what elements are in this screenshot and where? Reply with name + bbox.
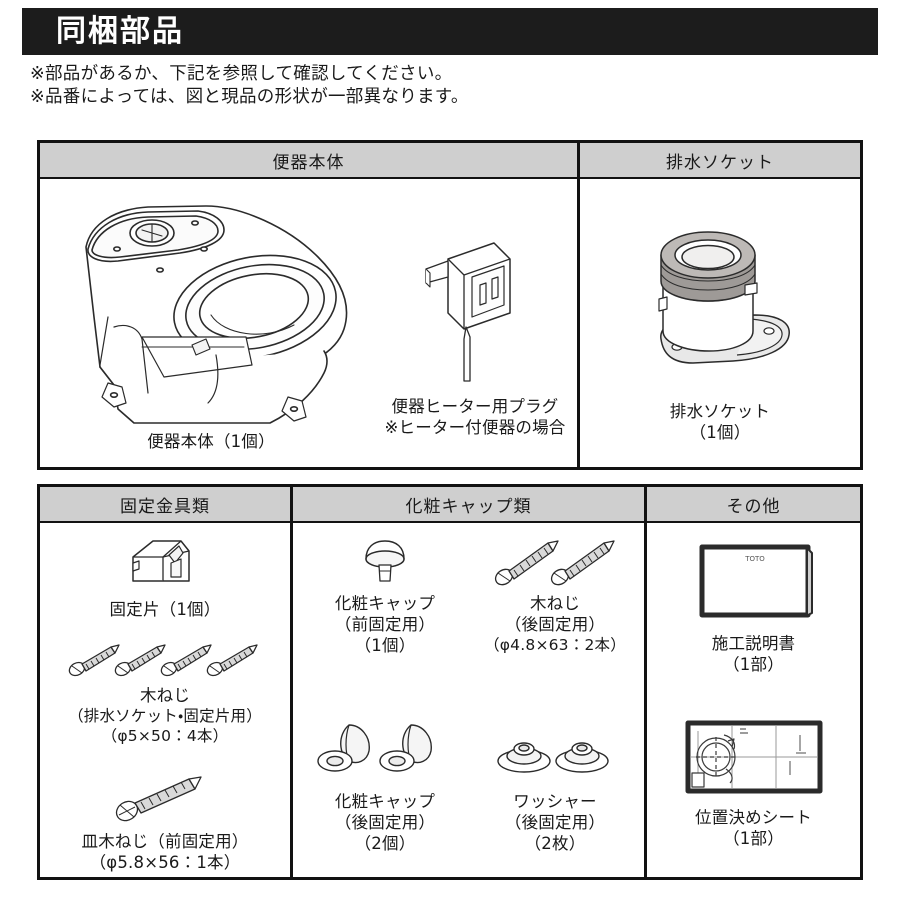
part-caption-washer-rear-1: ワッシャー — [513, 792, 597, 811]
column-header-label: 便器本体 — [272, 152, 345, 173]
washer-illustration — [497, 742, 609, 773]
part-caption-positioning-sheet-2: （1部） — [723, 829, 784, 848]
part-caption-fixing-plate: 固定片（1個） — [109, 600, 221, 619]
part-cap-front: 化粧キャップ （前固定用） （1個） — [301, 535, 469, 656]
cell-other: TOTO 施工説明書 （1部） — [644, 523, 860, 877]
part-caption-wood-screws-rear-2: （後固定用） — [504, 615, 606, 634]
part-drain-socket: 排水ソケット （1個） — [580, 227, 860, 443]
part-install-manual: TOTO 施工説明書 （1部） — [647, 539, 860, 675]
part-caption-heater-plug-2: ※ヒーター付便器の場合 — [384, 418, 566, 437]
cell-decorative-caps: 化粧キャップ （前固定用） （1個） — [290, 523, 644, 877]
part-washer-rear: ワッシャー （後固定用） （2枚） — [469, 723, 641, 854]
table-upper-header-row: 便器本体 排水ソケット — [40, 143, 860, 179]
part-caption-wood-screws-socket-1: 木ねじ — [139, 686, 191, 705]
part-cap-rear: 化粧キャップ （後固定用） （2個） — [301, 715, 469, 854]
column-header-other: その他 — [644, 487, 860, 521]
part-caption-install-manual-2: （1部） — [723, 655, 784, 674]
drain-socket-illustration — [657, 231, 790, 364]
part-wood-screws-socket: 木ねじ （排水ソケット・固定片用） （φ5×50：4本） — [40, 633, 290, 746]
part-caption-cap-rear-1: 化粧キャップ — [334, 792, 436, 811]
part-caption-drain-socket-2: （1個） — [689, 423, 751, 442]
part-caption-install-manual-1: 施工説明書 — [711, 634, 796, 653]
part-caption-flat-head-screw-2: （φ5.8×56：1本） — [89, 853, 241, 872]
positioning-sheet-illustration — [685, 720, 822, 794]
manual-logo-text: TOTO — [744, 555, 765, 563]
note-line-1: ※部品があるか、下記を参照して確認してください。 — [30, 64, 453, 84]
notes-block: ※部品があるか、下記を参照して確認してください。 ※品番によっては、図と現品の形… — [30, 63, 870, 109]
decorative-cap-rear-illustration — [317, 724, 432, 772]
decorative-cap-front-illustration — [365, 540, 405, 582]
part-caption-cap-rear-2: （後固定用） — [334, 813, 436, 832]
part-caption-cap-rear-3: （2個） — [354, 834, 416, 853]
part-caption-drain-socket-1: 排水ソケット — [669, 402, 771, 421]
four-wood-screws-illustration — [68, 644, 258, 677]
column-header-label: その他 — [726, 496, 781, 517]
cell-fixing-hardware: 固定片（1個） — [40, 523, 290, 877]
part-caption-wood-screws-socket-3: （φ5×50：4本） — [101, 727, 229, 745]
part-fixing-plate: 固定片（1個） — [40, 533, 290, 620]
part-caption-toilet-body: 便器本体（1個） — [147, 432, 275, 451]
power-plug-illustration — [425, 242, 511, 382]
countersunk-wood-screw-illustration — [115, 776, 202, 822]
column-header-label: 化粧キャップ類 — [405, 496, 532, 517]
toilet-bowl-illustration — [85, 205, 348, 424]
table-lower-header-row: 固定金具類 化粧キャップ類 その他 — [40, 487, 860, 523]
part-caption-cap-front-2: （前固定用） — [334, 615, 436, 634]
cell-toilet-body: 便器本体（1個） — [40, 179, 577, 467]
fixing-bracket-illustration — [132, 540, 190, 582]
installation-manual-illustration: TOTO — [699, 544, 813, 618]
part-toilet-body: 便器本体（1個） — [46, 197, 376, 452]
cell-drain-socket: 排水ソケット （1個） — [577, 179, 860, 467]
part-heater-plug: 便器ヒーター用プラグ ※ヒーター付便器の場合 — [376, 221, 574, 438]
table-lower-body-row: 固定片（1個） — [40, 523, 860, 877]
part-caption-washer-rear-3: （2枚） — [524, 834, 586, 853]
part-caption-cap-front-1: 化粧キャップ — [334, 594, 436, 613]
part-caption-cap-front-3: （1個） — [354, 636, 416, 655]
column-header-decorative-caps: 化粧キャップ類 — [290, 487, 644, 521]
part-caption-washer-rear-2: （後固定用） — [504, 813, 606, 832]
parts-table-lower: 固定金具類 化粧キャップ類 その他 — [37, 484, 863, 880]
page-title: 同梱部品 — [56, 13, 184, 49]
column-header-toilet-body: 便器本体 — [40, 143, 577, 177]
two-wood-screws-illustration — [494, 540, 615, 586]
part-flat-head-screw: 皿木ねじ（前固定用） （φ5.8×56：1本） — [40, 771, 290, 873]
parts-table-upper: 便器本体 排水ソケット — [37, 140, 863, 470]
part-positioning-sheet: 位置決めシート （1部） — [647, 717, 860, 849]
table-upper-body-row: 便器本体（1個） — [40, 179, 860, 467]
column-header-fixing-hardware: 固定金具類 — [40, 487, 290, 521]
part-caption-positioning-sheet-1: 位置決めシート — [695, 808, 812, 827]
part-caption-wood-screws-rear-3: （φ4.8×63：2本） — [484, 636, 626, 654]
column-header-label: 固定金具類 — [120, 496, 210, 517]
part-caption-wood-screws-rear-1: 木ねじ — [529, 594, 581, 613]
column-header-label: 排水ソケット — [666, 152, 774, 173]
part-wood-screws-rear: 木ねじ （後固定用） （φ4.8×63：2本） — [469, 533, 641, 655]
part-caption-flat-head-screw-1: 皿木ねじ（前固定用） — [81, 832, 249, 851]
note-line-2: ※品番によっては、図と現品の形状が一部異なります。 — [30, 87, 469, 107]
part-caption-heater-plug-1: 便器ヒーター用プラグ — [391, 397, 559, 416]
part-caption-wood-screws-socket-2: （排水ソケット・固定片用） — [68, 707, 262, 725]
column-header-drain-socket: 排水ソケット — [577, 143, 860, 177]
page-header-banner: 同梱部品 — [22, 8, 878, 55]
